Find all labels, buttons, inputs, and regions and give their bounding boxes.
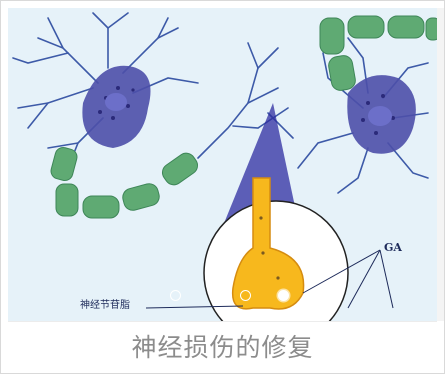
- slide-caption: 神经损伤的修复: [8, 328, 437, 364]
- neuron-illustration: [8, 8, 437, 321]
- slide-indicators: [170, 290, 300, 306]
- slide-indicator-1[interactable]: [170, 290, 181, 301]
- axon-label: 神经节苷脂: [80, 296, 130, 311]
- ga-label: GA: [384, 241, 402, 254]
- frame-edge: [437, 8, 444, 321]
- caption-bar: 神经损伤的修复: [8, 321, 437, 367]
- slide-indicator-2[interactable]: [240, 290, 251, 301]
- slide-image[interactable]: GA 神经节苷脂: [8, 8, 437, 321]
- slide-indicator-3[interactable]: [278, 290, 289, 301]
